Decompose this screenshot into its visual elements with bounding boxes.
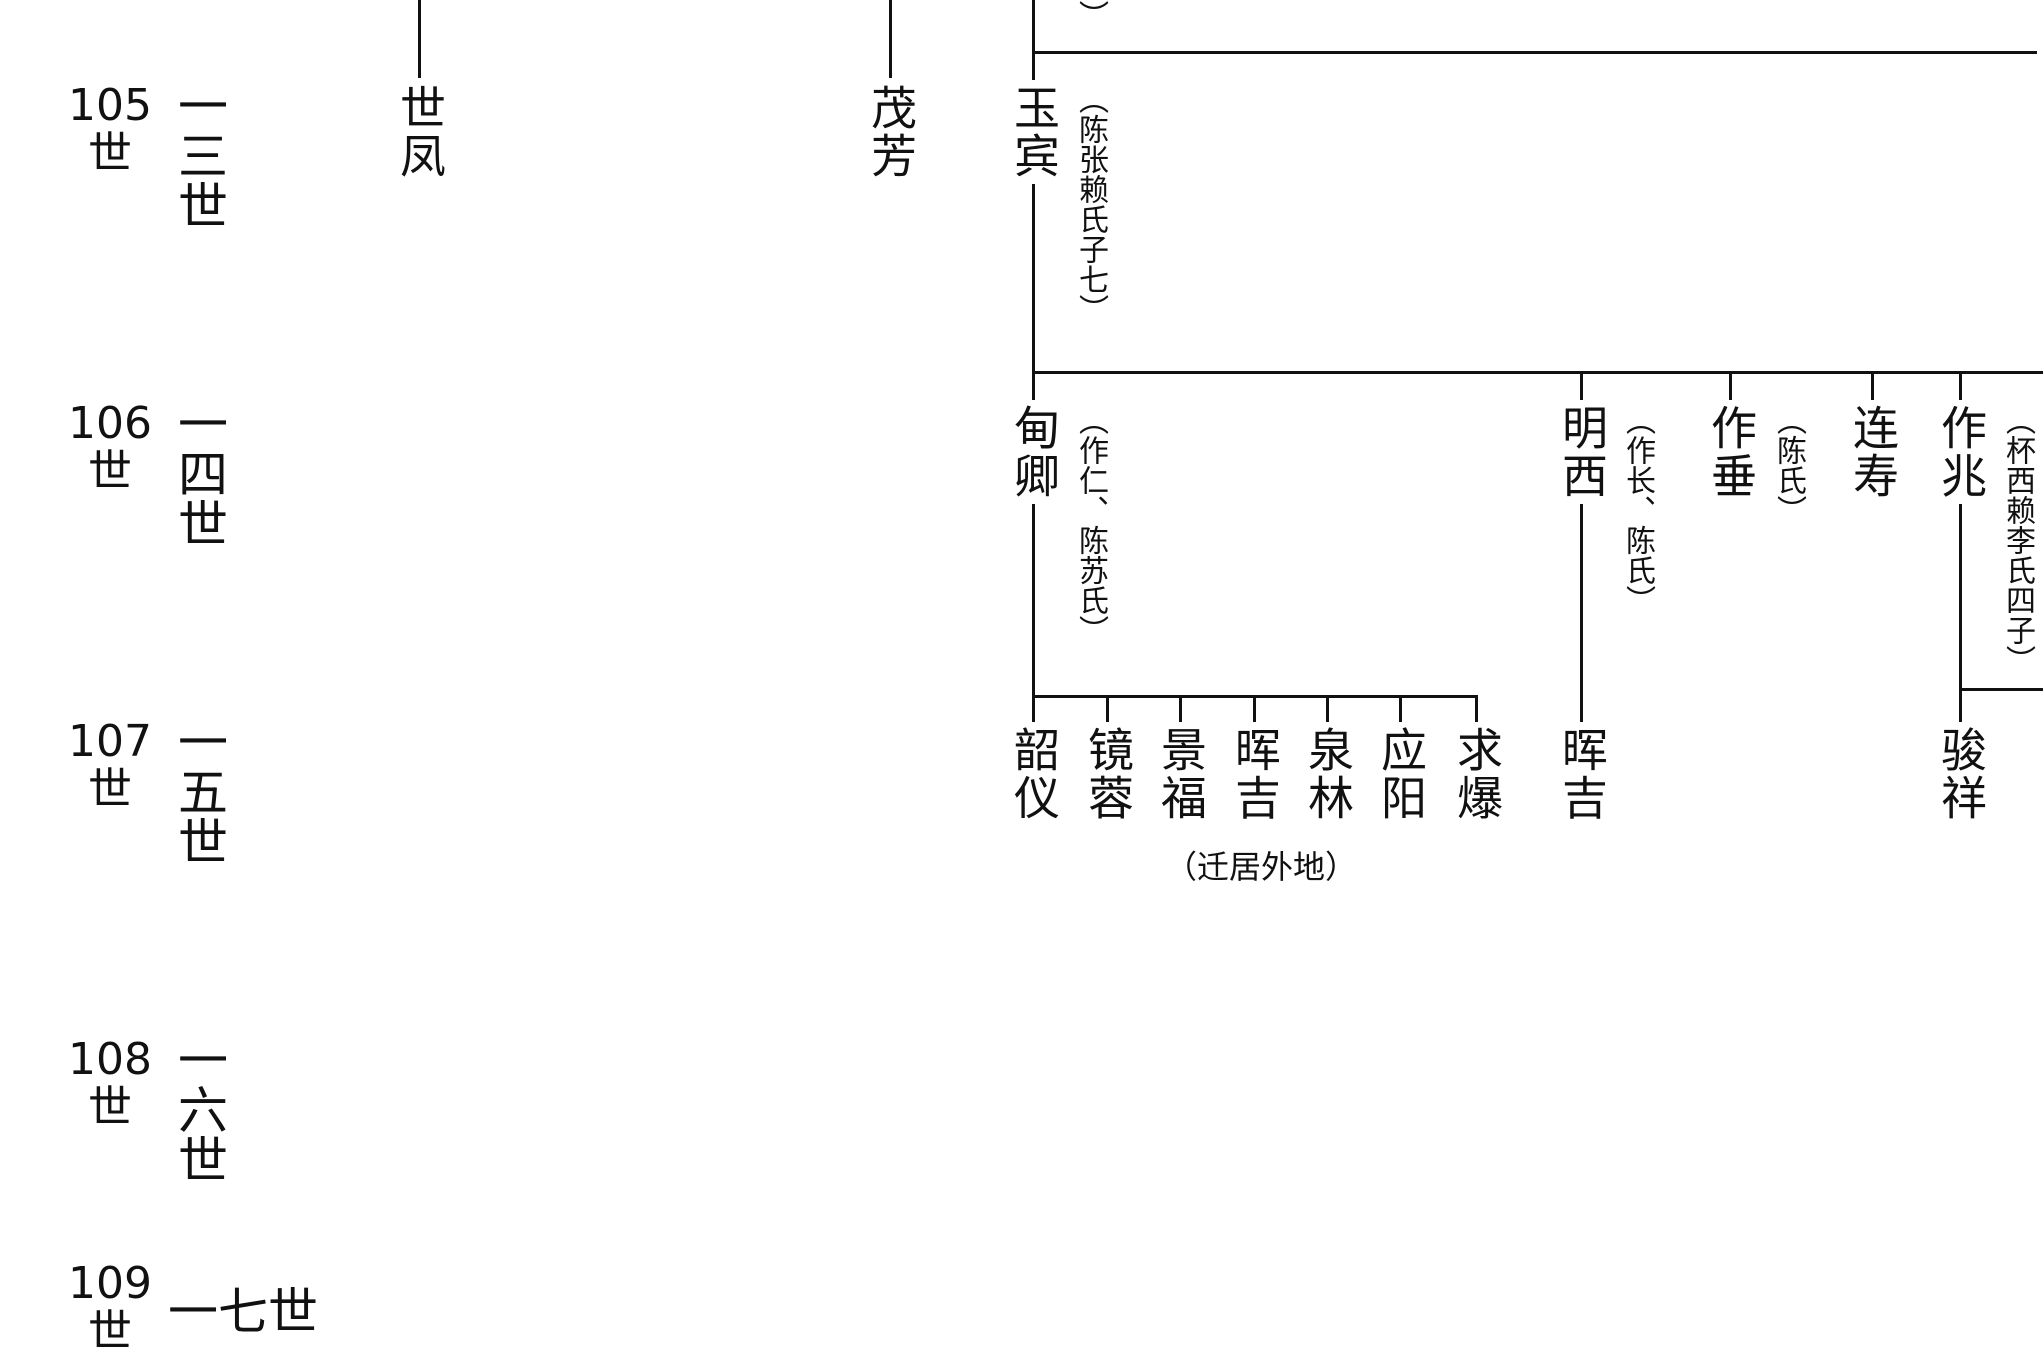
line-maofang bbox=[889, 0, 892, 78]
note-dianqing: （作仁、陈苏氏） bbox=[1073, 405, 1108, 645]
line-zuozhao bbox=[1959, 373, 1962, 725]
person-huiji: 晖吉 bbox=[1228, 722, 1282, 826]
gen-shi: 世 bbox=[88, 1306, 132, 1357]
person-maofang: 茂芳 bbox=[864, 80, 918, 184]
tick bbox=[1729, 373, 1732, 403]
person-shaoyi: 韶仪 bbox=[1007, 722, 1061, 826]
line-gen105-branch bbox=[1032, 51, 2037, 54]
gen-shi: 世 bbox=[88, 128, 132, 179]
tick bbox=[1871, 373, 1874, 403]
note-zuozhao: （杯西赖李氏四子） bbox=[2000, 405, 2035, 675]
tick bbox=[1326, 695, 1329, 725]
person-shifeng: 世凤 bbox=[393, 80, 447, 184]
gen-shi: 世 bbox=[88, 764, 132, 815]
gen-shi: 世 bbox=[88, 446, 132, 497]
line-dianqing bbox=[1032, 373, 1035, 725]
gen-number: 108 bbox=[68, 1034, 152, 1085]
generation-order-105: 一三世 bbox=[170, 80, 228, 230]
generation-order-109: 一七世 bbox=[168, 1283, 318, 1341]
note-fragment: ） bbox=[1073, 0, 1108, 30]
person-qiubao: 求爆 bbox=[1450, 722, 1504, 826]
gen-number: 109 bbox=[68, 1258, 152, 1309]
generation-order-107: 一五世 bbox=[170, 716, 228, 866]
line-zuozhao-branch bbox=[1959, 688, 2043, 691]
generation-order-106: 一四世 bbox=[170, 398, 228, 548]
tick bbox=[1475, 695, 1478, 725]
note-migrated: （迁居外地） bbox=[1165, 848, 1358, 886]
person-yubin: 玉宾 bbox=[1007, 80, 1061, 184]
line-mingxi bbox=[1580, 373, 1583, 725]
tick bbox=[1179, 695, 1182, 725]
person-mingxi: 明西 bbox=[1555, 400, 1609, 504]
person-zuozhao: 作兆 bbox=[1934, 400, 1988, 504]
line-yubin bbox=[1032, 0, 1035, 373]
gen-number: 105 bbox=[68, 80, 152, 131]
note-yubin: （陈张赖氏子七） bbox=[1073, 84, 1108, 324]
tick bbox=[1106, 695, 1109, 725]
person-lianshou: 连寿 bbox=[1846, 400, 1900, 504]
tick bbox=[1399, 695, 1402, 725]
line-gen106-branch bbox=[1032, 371, 2043, 374]
person-jingfu: 景福 bbox=[1154, 722, 1208, 826]
person-jingrong: 镜蓉 bbox=[1081, 722, 1135, 826]
person-junxiang: 骏祥 bbox=[1934, 722, 1988, 826]
person-quanlin: 泉林 bbox=[1301, 722, 1355, 826]
note-mingxi: （作长、陈氏） bbox=[1620, 405, 1655, 615]
note-zuochui: （陈氏） bbox=[1771, 405, 1806, 525]
person-zuochui: 作垂 bbox=[1704, 400, 1758, 504]
person-dianqing: 甸卿 bbox=[1007, 400, 1061, 504]
generation-order-108: 一六世 bbox=[170, 1034, 228, 1184]
line-shifeng bbox=[418, 0, 421, 78]
gen-shi: 世 bbox=[88, 1082, 132, 1133]
gen-number: 107 bbox=[68, 716, 152, 767]
tick bbox=[1253, 695, 1256, 725]
gen-number: 106 bbox=[68, 398, 152, 449]
person-yingyang: 应阳 bbox=[1374, 722, 1428, 826]
person-huiji-2: 晖吉 bbox=[1555, 722, 1609, 826]
